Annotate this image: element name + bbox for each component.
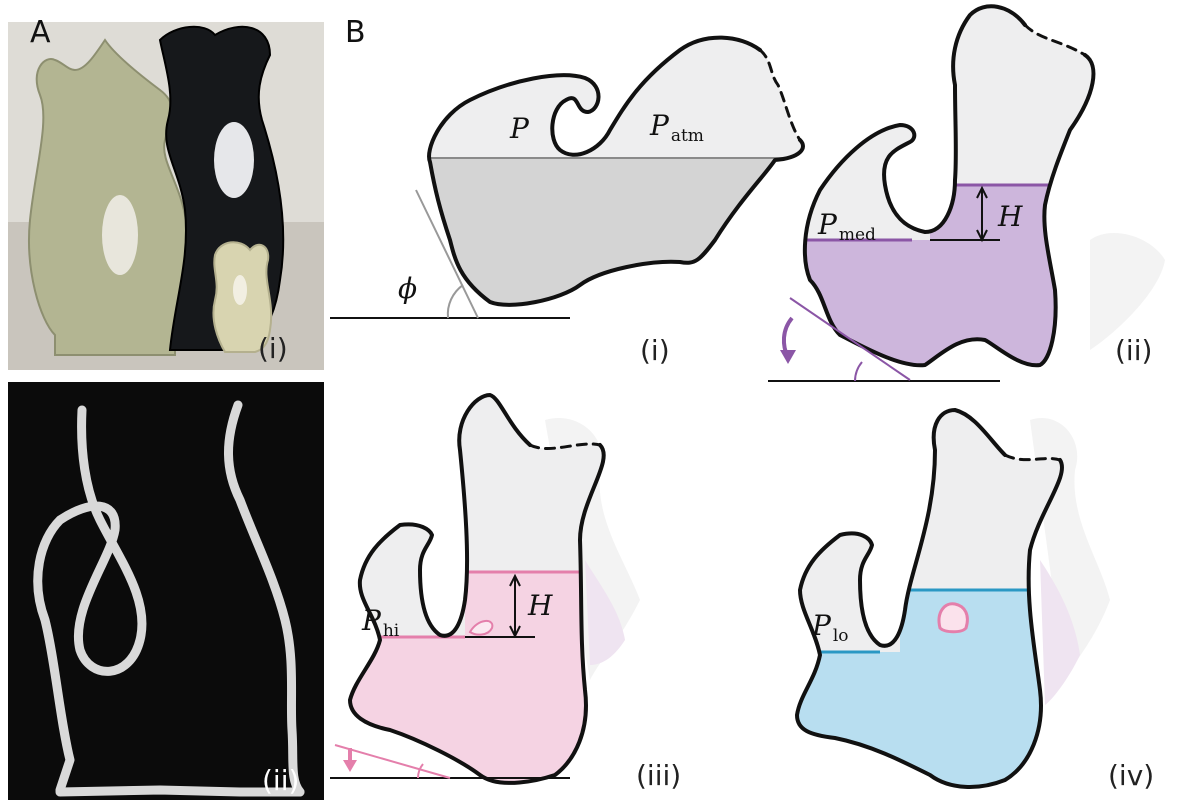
panel-letter-a: A xyxy=(30,15,51,50)
symbol-p: P xyxy=(509,112,530,145)
ct-scan-image xyxy=(8,382,324,800)
label-a-ii: (ii) xyxy=(262,764,299,797)
diagram-b-iii xyxy=(330,380,640,802)
symbol-h-iii: H xyxy=(527,589,553,622)
label-b-ii: (ii) xyxy=(1115,334,1152,367)
symbol-phi: ϕ xyxy=(398,272,417,305)
diagram-b-iv xyxy=(790,400,1110,802)
photo-jugs xyxy=(8,22,324,370)
label-b-iii: (iii) xyxy=(636,759,681,792)
label-a-i: (i) xyxy=(258,332,288,365)
label-b-iv: (iv) xyxy=(1108,759,1154,792)
symbol-h-ii: H xyxy=(997,200,1023,233)
diagram-b-ii xyxy=(768,0,1165,381)
panel-letter-b: B xyxy=(345,15,366,50)
label-b-i: (i) xyxy=(640,334,670,367)
